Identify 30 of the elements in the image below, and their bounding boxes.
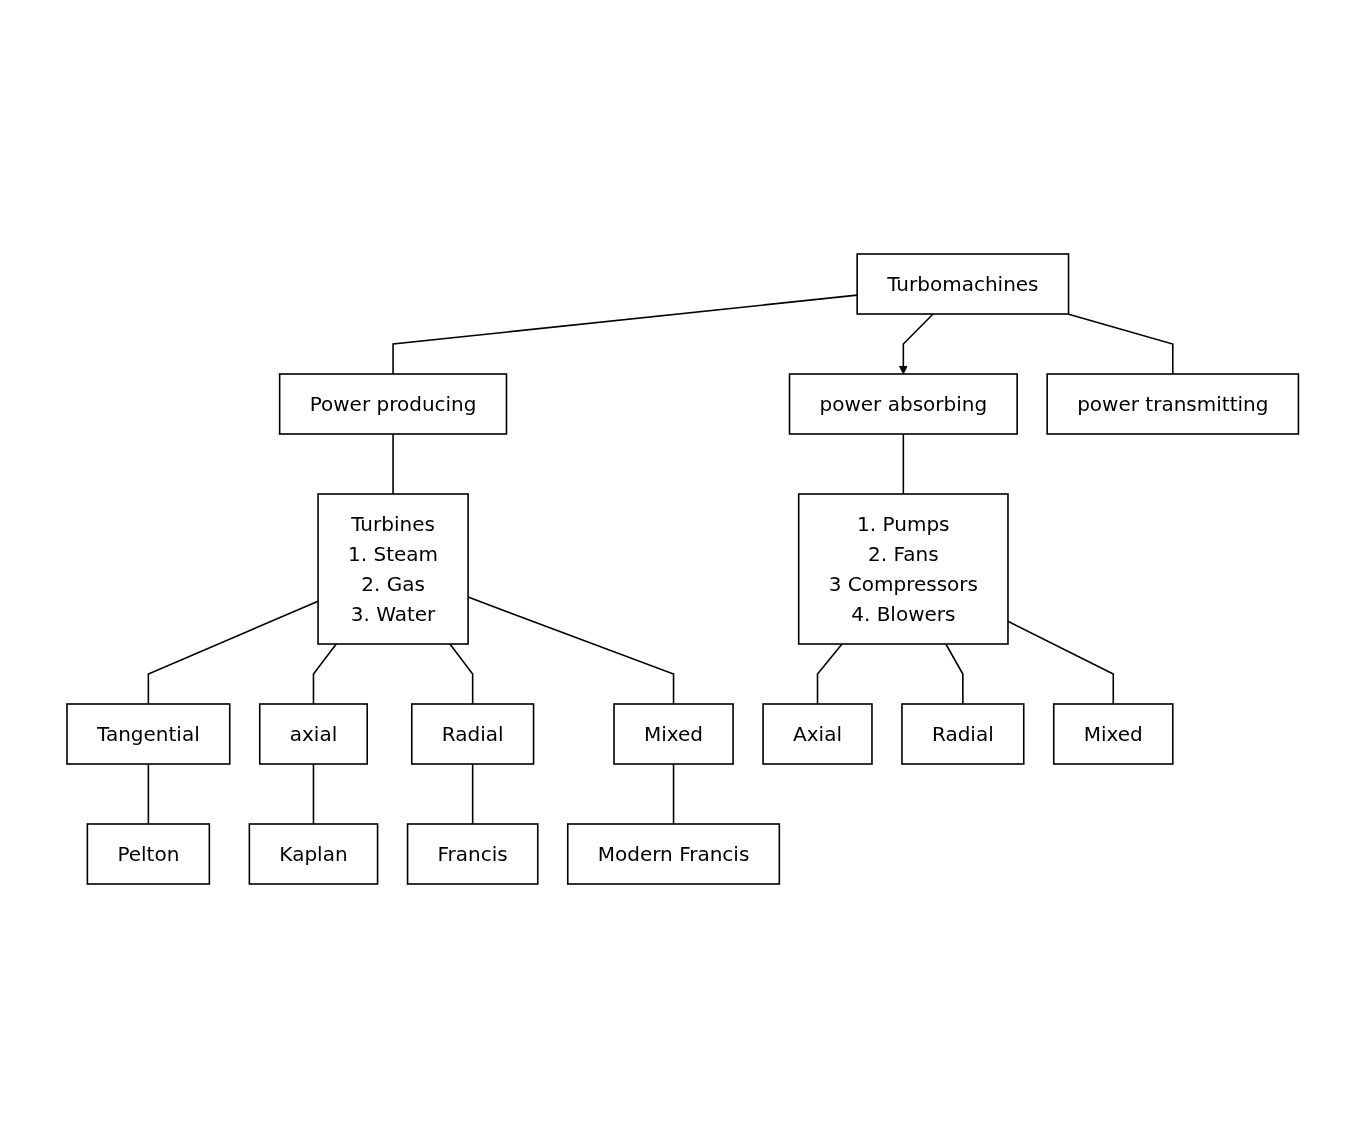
node-box: Turbomachines xyxy=(856,253,1070,315)
node-box: power transmitting xyxy=(1046,373,1299,435)
node-box: Mixed xyxy=(613,703,734,765)
node-box: Modern Francis xyxy=(566,823,780,885)
node-box: Kaplan xyxy=(248,823,379,885)
node-box: Power producing xyxy=(278,373,508,435)
node-box: Radial xyxy=(410,703,535,765)
connector xyxy=(312,763,315,825)
node-box: Turbines 1. Steam 2. Gas 3. Water xyxy=(317,493,469,645)
connector xyxy=(816,643,843,705)
arrow xyxy=(898,313,934,375)
node-box: Francis xyxy=(406,823,539,885)
node-box: axial xyxy=(258,703,368,765)
connector xyxy=(467,596,675,705)
node-box: Axial xyxy=(762,703,873,765)
node-box: power absorbing xyxy=(788,373,1018,435)
connector xyxy=(1066,313,1174,375)
connector xyxy=(392,433,394,495)
connector xyxy=(672,763,675,825)
connector xyxy=(147,763,149,825)
node-box: Radial xyxy=(900,703,1025,765)
node-box: Tangential xyxy=(66,703,231,765)
node-box: 1. Pumps 2. Fans 3 Compressors 4. Blowers xyxy=(797,493,1009,645)
connector xyxy=(448,643,474,705)
connector xyxy=(902,433,904,495)
connector xyxy=(312,643,337,705)
node-box: Pelton xyxy=(86,823,210,885)
connector xyxy=(471,763,474,825)
node-box: Mixed xyxy=(1052,703,1174,765)
connector xyxy=(944,643,964,705)
